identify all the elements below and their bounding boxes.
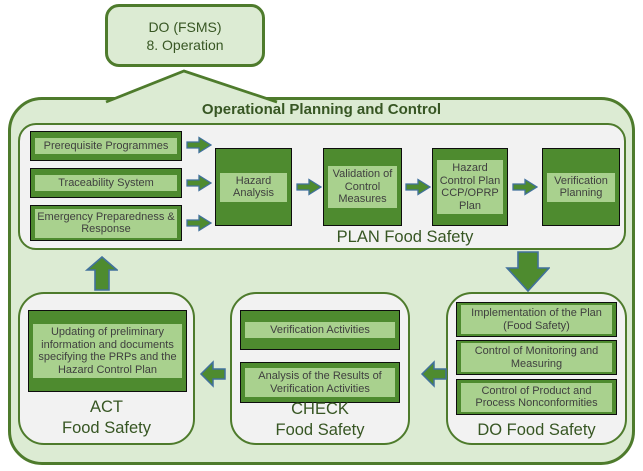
box-label: Hazard Analysis xyxy=(220,172,287,202)
check-section-label: CHECK Food Safety xyxy=(230,399,410,441)
do-fsms-callout-box: DO (FSMS) 8. Operation xyxy=(105,4,265,67)
box-label: Validation of Control Measures xyxy=(328,166,397,208)
act-label-line2: Food Safety xyxy=(62,419,151,437)
box-label: Implementation of the Plan (Food Safety) xyxy=(461,305,612,334)
act-label-line1: ACT xyxy=(90,398,123,416)
check-label-line1: CHECK xyxy=(291,400,349,418)
arrow-right-icon xyxy=(186,214,212,232)
check-item-analysis-results: Analysis of the Results of Verification … xyxy=(240,362,400,403)
box-label: Traceability System xyxy=(35,174,177,192)
do-item-control-monitoring: Control of Monitoring and Measuring xyxy=(456,340,617,375)
callout-line1: DO (FSMS) xyxy=(148,18,222,35)
box-label: Verification Activities xyxy=(245,321,395,339)
do-section-label: DO Food Safety xyxy=(477,421,596,439)
box-label: Updating of preliminary information and … xyxy=(33,324,182,378)
plan-step-hazard-control-plan: Hazard Control Plan CCP/OPRP Plan xyxy=(432,148,508,226)
arrow-left-icon xyxy=(420,360,447,388)
check-item-verification-activities: Verification Activities xyxy=(240,310,400,350)
act-section-label: ACT Food Safety xyxy=(18,397,195,439)
do-item-implementation: Implementation of the Plan (Food Safety) xyxy=(456,302,617,337)
box-label: Control of Product and Process Nonconfor… xyxy=(461,382,612,412)
arrow-right-icon xyxy=(186,174,212,192)
plan-input-emergency-preparedness: Emergency Preparedness & Response xyxy=(30,205,182,241)
box-label: Analysis of the Results of Verification … xyxy=(245,368,395,397)
plan-section-label: PLAN Food Safety xyxy=(336,228,474,246)
arrow-down-icon xyxy=(505,251,550,292)
plan-input-traceability-system: Traceability System xyxy=(30,168,182,198)
arrow-right-icon xyxy=(296,178,322,196)
check-label-line2: Food Safety xyxy=(275,421,365,439)
box-label: Control of Monitoring and Measuring xyxy=(461,343,612,372)
box-label: Emergency Preparedness & Response xyxy=(35,208,177,238)
arrow-right-icon xyxy=(512,178,538,196)
arrow-up-icon xyxy=(85,256,118,291)
plan-step-verification-planning: Verification Planning xyxy=(542,148,620,226)
arrow-right-icon xyxy=(186,136,212,154)
plan-step-validation-control-measures: Validation of Control Measures xyxy=(323,148,402,226)
arrow-right-icon xyxy=(405,178,431,196)
do-item-control-nonconformities: Control of Product and Process Nonconfor… xyxy=(456,379,617,415)
diagram-title: Operational Planning and Control xyxy=(201,101,442,118)
arrow-left-icon xyxy=(199,360,226,388)
plan-input-prerequisite-programmes: Prerequisite Programmes xyxy=(30,131,182,161)
plan-step-hazard-analysis: Hazard Analysis xyxy=(215,148,292,226)
box-label: Hazard Control Plan CCP/OPRP Plan xyxy=(437,160,503,214)
act-item-updating-preliminary-info: Updating of preliminary information and … xyxy=(28,310,187,392)
box-label: Verification Planning xyxy=(547,172,615,202)
callout-line2: 8. Operation xyxy=(146,36,224,53)
box-label: Prerequisite Programmes xyxy=(35,137,177,155)
